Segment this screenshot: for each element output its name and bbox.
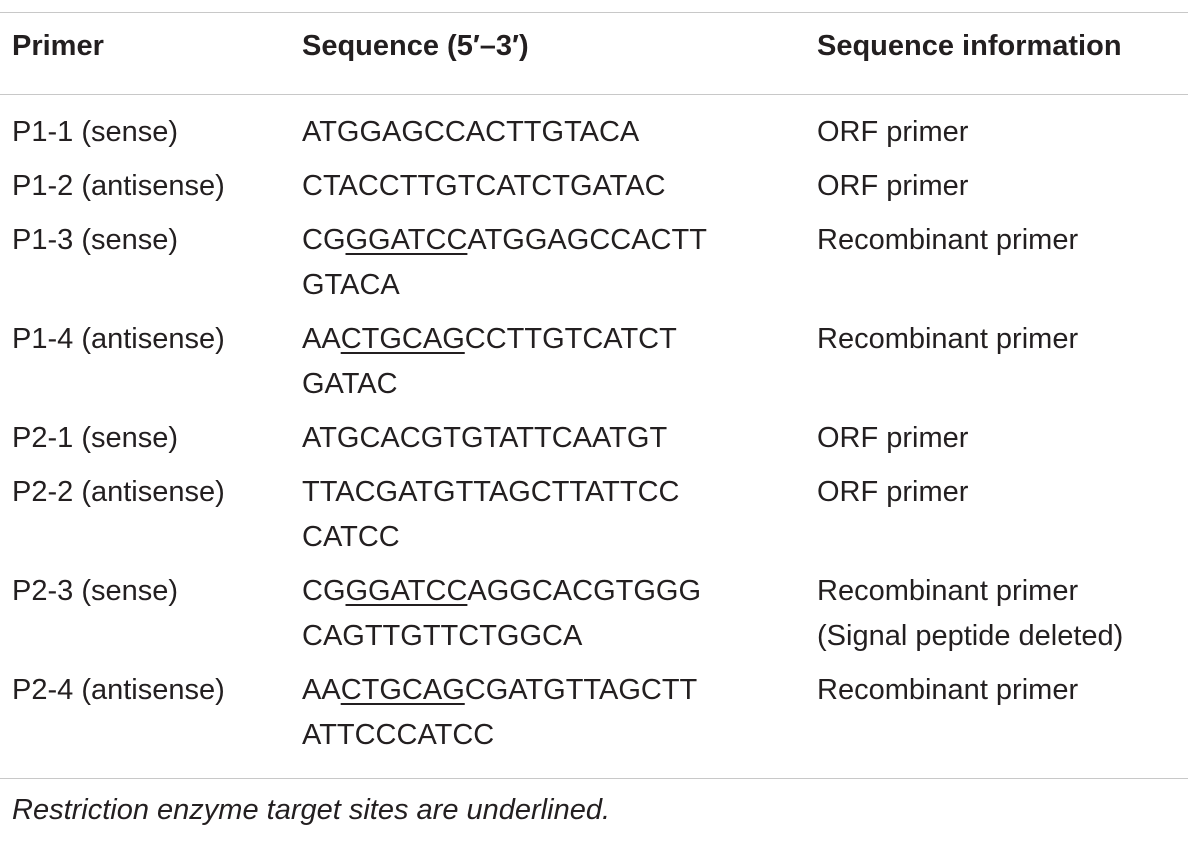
information-line-1: Recombinant primer (817, 575, 1079, 607)
sequence-line-2: CATCC (302, 521, 400, 553)
sequence-information: ORF primer (817, 422, 969, 454)
sequence-part: CG (302, 575, 346, 607)
table-row: P2-3 (sense) CGGGATCCAGGCACGTGGG CAGTTGT… (0, 569, 1200, 659)
sequence-line-1: CTACCTTGTCATCTGATAC (302, 164, 666, 209)
sequence-line-1: AACTGCAGCCTTGTCATCT (302, 317, 677, 362)
table-footnote: Restriction enzyme target sites are unde… (12, 794, 611, 826)
sequence-line-2: ATTCCCATCC (302, 719, 495, 751)
sequence-line-2: GTACA (302, 269, 400, 301)
restriction-site: CTGCAG (340, 674, 465, 706)
table-bottom-rule (0, 778, 1188, 779)
sequence-information: ORF primer (817, 170, 969, 202)
sequence-part: ATGGAGCCACTTGTACA (302, 116, 640, 148)
sequence-line-2: GATAC (302, 368, 398, 400)
primer-sequence: TTACGATGTTAGCTTATTCC CATCC (302, 470, 679, 560)
primer-sequence: ATGGAGCCACTTGTACA (302, 110, 639, 155)
sequence-information: Recombinant primer (817, 323, 1079, 355)
primer-sequence: CGGGATCCAGGCACGTGGG CAGTTGTTCTGGCA (302, 569, 701, 659)
primer-name: P1-2 (antisense) (12, 170, 225, 202)
table-row: P2-4 (antisense) AACTGCAGCGATGTTAGCTT AT… (0, 668, 1200, 758)
sequence-part: CTACCTTGTCATCTGATAC (302, 170, 666, 202)
table-row: P2-2 (antisense) TTACGATGTTAGCTTATTCC CA… (0, 470, 1200, 560)
sequence-line-1: ATGCACGTGTATTCAATGT (302, 416, 667, 461)
sequence-part: AGGCACGTGGG (467, 575, 702, 607)
primer-name: P2-1 (sense) (12, 422, 179, 454)
primer-sequence: CTACCTTGTCATCTGATAC (302, 164, 666, 209)
sequence-information: ORF primer (817, 116, 969, 148)
sequence-line-1: TTACGATGTTAGCTTATTCC (302, 470, 679, 515)
header-sequence-information: Sequence information (817, 30, 1122, 62)
information-line-2: (Signal peptide deleted) (817, 620, 1124, 652)
primer-name: P1-3 (sense) (12, 224, 179, 256)
sequence-part: AA (302, 323, 341, 355)
table-row: P1-1 (sense) ATGGAGCCACTTGTACA ORF prime… (0, 110, 1200, 155)
primer-name: P1-4 (antisense) (12, 323, 225, 355)
sequence-part: CCTTGTCATCT (464, 323, 677, 355)
table-top-rule (0, 12, 1188, 13)
sequence-part: CG (302, 224, 346, 256)
sequence-part: ATGCACGTGTATTCAATGT (302, 422, 668, 454)
primer-sequence: AACTGCAGCCTTGTCATCT GATAC (302, 317, 677, 407)
table-body: P1-1 (sense) ATGGAGCCACTTGTACA ORF prime… (0, 110, 1200, 767)
table-header-rule (0, 94, 1188, 95)
table-row: P1-4 (antisense) AACTGCAGCCTTGTCATCT GAT… (0, 317, 1200, 407)
primer-sequence: CGGGATCCATGGAGCCACTT GTACA (302, 218, 707, 308)
restriction-site: GGATCC (345, 575, 468, 607)
sequence-information: Recombinant primer (817, 224, 1079, 256)
sequence-line-1: CGGGATCCAGGCACGTGGG (302, 569, 701, 614)
table-row: P1-3 (sense) CGGGATCCATGGAGCCACTT GTACA … (0, 218, 1200, 308)
table-header-row: Primer Sequence (5′–3′) Sequence informa… (0, 30, 1200, 74)
primer-name: P1-1 (sense) (12, 116, 179, 148)
sequence-information: Recombinant primer (Signal peptide delet… (817, 569, 1123, 659)
primer-sequence: ATGCACGTGTATTCAATGT (302, 416, 667, 461)
sequence-line-1: CGGGATCCATGGAGCCACTT (302, 218, 707, 263)
sequence-information: ORF primer (817, 476, 969, 508)
primer-name: P2-2 (antisense) (12, 476, 225, 508)
sequence-part: CGATGTTAGCTT (464, 674, 698, 706)
primer-sequence: AACTGCAGCGATGTTAGCTT ATTCCCATCC (302, 668, 697, 758)
sequence-line-1: AACTGCAGCGATGTTAGCTT (302, 668, 697, 713)
sequence-line-2: CAGTTGTTCTGGCA (302, 620, 583, 652)
header-primer: Primer (12, 30, 104, 62)
sequence-part: AA (302, 674, 341, 706)
table-row: P2-1 (sense) ATGCACGTGTATTCAATGT ORF pri… (0, 416, 1200, 461)
header-sequence: Sequence (5′–3′) (302, 30, 529, 62)
primer-name: P2-3 (sense) (12, 575, 179, 607)
primer-name: P2-4 (antisense) (12, 674, 225, 706)
sequence-line-1: ATGGAGCCACTTGTACA (302, 110, 639, 155)
sequence-part: TTACGATGTTAGCTTATTCC (302, 476, 680, 508)
table-row: P1-2 (antisense) CTACCTTGTCATCTGATAC ORF… (0, 164, 1200, 209)
sequence-information: Recombinant primer (817, 674, 1079, 706)
restriction-site: CTGCAG (340, 323, 465, 355)
restriction-site: GGATCC (345, 224, 468, 256)
sequence-part: ATGGAGCCACTT (467, 224, 707, 256)
